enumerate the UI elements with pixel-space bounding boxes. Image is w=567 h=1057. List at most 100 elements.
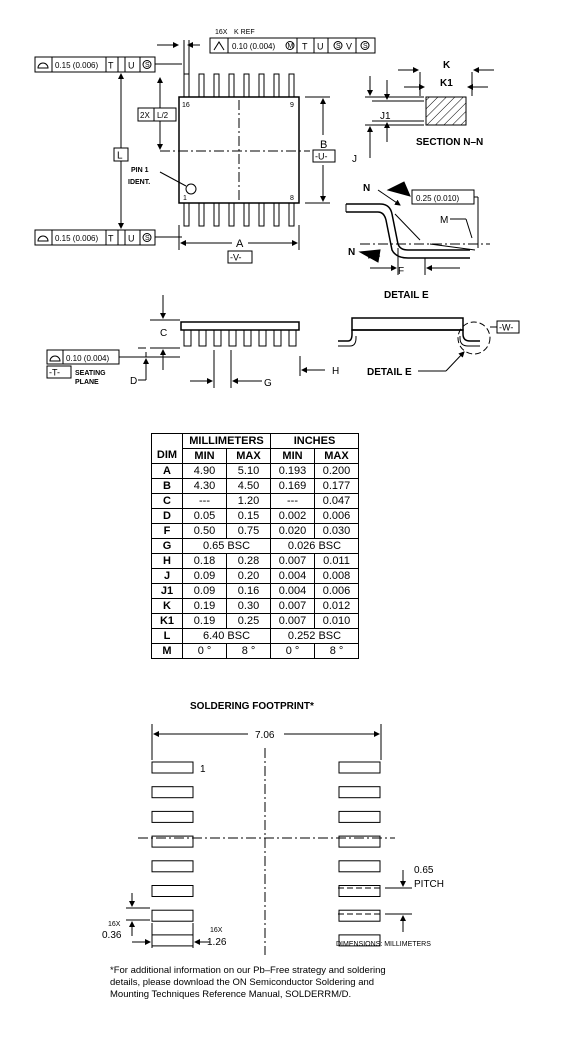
lead <box>198 202 205 227</box>
svg-text:7.06: 7.06 <box>255 730 275 741</box>
pad <box>151 786 194 799</box>
svg-text:U: U <box>317 42 324 52</box>
top-view: 16X K REF 0.10 (0.004) M T U S V S <box>34 29 376 264</box>
svg-text:U: U <box>128 61 135 71</box>
side-lead <box>273 330 282 347</box>
svg-text:16X: 16X <box>108 921 121 928</box>
svg-text:0.65: 0.65 <box>414 865 434 876</box>
svg-text:-W-: -W- <box>499 323 513 333</box>
svg-text:S: S <box>336 43 341 50</box>
header-dim: DIM <box>151 448 183 464</box>
subheader: MAX <box>314 448 359 464</box>
pad <box>338 810 381 823</box>
pad <box>338 885 381 897</box>
svg-text:N: N <box>348 247 355 258</box>
pad <box>151 835 194 848</box>
side-view: C 0.10 (0.004) -T- SEATING PLANE D G H <box>46 295 520 389</box>
svg-text:V: V <box>346 42 352 52</box>
svg-text:0.15 (0.006): 0.15 (0.006) <box>55 234 98 243</box>
svg-text:SEATING: SEATING <box>75 370 106 377</box>
side-lead <box>243 330 252 347</box>
svg-text:U: U <box>128 234 135 244</box>
svg-text:PITCH: PITCH <box>414 879 444 890</box>
svg-text:0.10 (0.004): 0.10 (0.004) <box>232 42 275 51</box>
detail-e-view: N N 0.25 (0.010) M F DETAIL E <box>345 181 490 301</box>
svg-text:T: T <box>108 234 114 244</box>
svg-text:F: F <box>398 266 404 277</box>
footnote-line: *For additional information on our Pb–Fr… <box>110 965 386 976</box>
side-lead <box>228 330 237 347</box>
side-lead <box>288 330 297 347</box>
svg-text:DETAIL E: DETAIL E <box>384 290 429 301</box>
svg-text:T: T <box>108 61 114 71</box>
svg-text:2X: 2X <box>140 111 150 120</box>
svg-text:H: H <box>332 366 339 377</box>
header-mm: MILLIMETERS <box>182 433 271 449</box>
pad <box>338 786 381 799</box>
lead <box>243 73 250 98</box>
svg-text:0.36: 0.36 <box>102 930 122 941</box>
footprint-title: SOLDERING FOOTPRINT* <box>190 701 314 712</box>
lead <box>258 202 265 227</box>
lead <box>198 73 205 98</box>
lead <box>288 73 295 98</box>
fcf-kref: 0.10 (0.004) M T U S V S <box>209 37 376 54</box>
pad <box>151 860 194 873</box>
header-in: INCHES <box>270 433 359 449</box>
svg-text:S: S <box>145 62 150 69</box>
svg-text:1: 1 <box>183 195 187 202</box>
pad <box>151 934 194 947</box>
svg-text:T: T <box>302 42 308 52</box>
pad <box>338 835 381 848</box>
svg-text:S: S <box>363 43 368 50</box>
svg-text:0.15 (0.006): 0.15 (0.006) <box>55 61 98 70</box>
svg-text:K: K <box>443 60 451 71</box>
svg-text:A: A <box>236 238 244 250</box>
svg-text:M: M <box>440 215 448 226</box>
svg-text:-T-: -T- <box>49 368 60 378</box>
side-lead <box>183 330 192 347</box>
fcf-bottom: 0.15 (0.006) T <box>34 229 126 246</box>
svg-text:J1: J1 <box>380 111 391 122</box>
lead <box>228 202 235 227</box>
svg-text:L: L <box>117 151 123 162</box>
svg-text:1.26: 1.26 <box>207 937 227 948</box>
svg-text:M: M <box>288 43 294 50</box>
label-16x: 16X <box>215 29 228 36</box>
lead <box>258 73 265 98</box>
pad <box>338 860 381 873</box>
lead <box>273 73 280 98</box>
svg-text:9: 9 <box>290 102 294 109</box>
svg-text:C: C <box>160 328 167 339</box>
pad <box>338 909 381 922</box>
lead <box>183 202 190 227</box>
svg-text:8: 8 <box>290 195 294 202</box>
lead <box>273 202 280 227</box>
package-body <box>178 96 300 204</box>
lead <box>243 202 250 227</box>
svg-text:SECTION N–N: SECTION N–N <box>416 137 483 148</box>
table-row: C---1.20---0.047 <box>151 493 359 509</box>
pad <box>151 810 194 823</box>
pad <box>151 761 194 774</box>
lead <box>228 73 235 98</box>
svg-text:L/2: L/2 <box>157 111 169 120</box>
svg-text:K1: K1 <box>440 78 453 89</box>
svg-text:-U-: -U- <box>315 152 328 162</box>
lead <box>213 73 220 98</box>
side-lead <box>198 330 207 347</box>
lead <box>213 202 220 227</box>
lead <box>288 202 295 227</box>
lead <box>183 73 190 98</box>
subheader: MIN <box>270 448 315 464</box>
soldering-footprint: SOLDERING FOOTPRINT* 7.06 1 0.65 PITCH 1… <box>102 701 444 955</box>
